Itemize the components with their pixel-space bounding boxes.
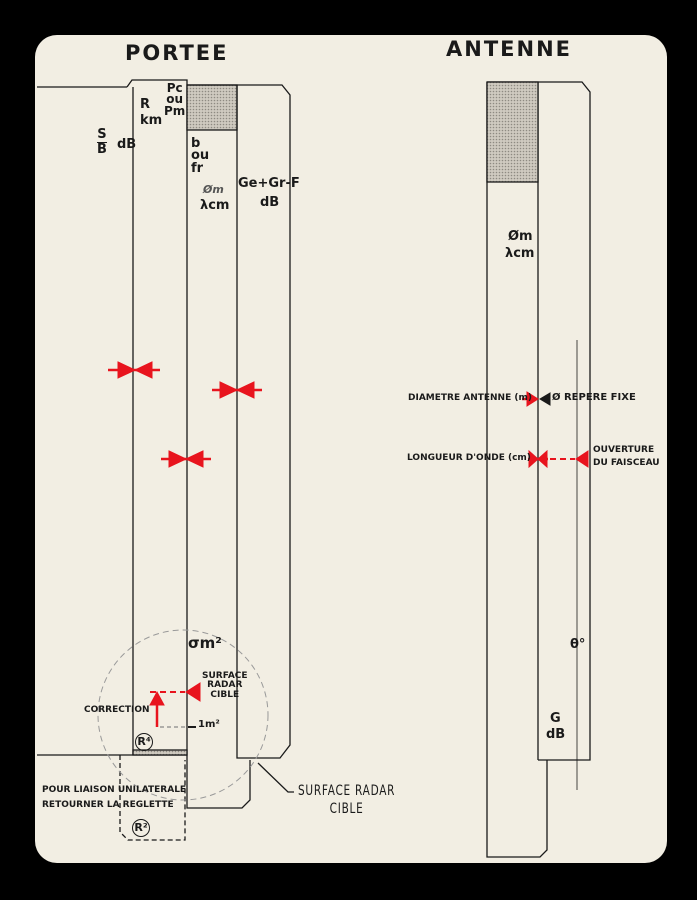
theta-label: θ° bbox=[570, 637, 586, 652]
surface-radar-big: SURFACE RADAR CIBLE bbox=[298, 783, 396, 818]
r2-symbol: R² bbox=[132, 818, 150, 837]
cursor-marker-b[interactable] bbox=[161, 450, 211, 468]
antenna-gain-label: G bbox=[550, 711, 561, 726]
r4-label: R⁴ bbox=[135, 733, 153, 751]
antenna-gain-unit: dB bbox=[546, 727, 566, 742]
gain-unit: dB bbox=[260, 195, 280, 210]
fixed-mark bbox=[539, 392, 551, 406]
antenne-title: ANTENNE bbox=[446, 37, 572, 61]
shaded-window-left bbox=[186, 84, 238, 131]
beam-width-label: OUVERTURE DU FAISCEAU bbox=[593, 445, 660, 468]
r4-symbol: R⁴ bbox=[135, 732, 153, 751]
lower-tab bbox=[186, 755, 251, 809]
cursor-marker-r[interactable] bbox=[108, 361, 160, 379]
paper-card bbox=[35, 35, 667, 863]
r2-label: R² bbox=[132, 819, 150, 837]
shaded-window-right bbox=[486, 81, 539, 183]
power-label: Pc ou Pm bbox=[164, 81, 186, 118]
wavelength-label: λcm bbox=[200, 198, 230, 213]
wavelength-scale-label: LONGUEUR D'ONDE (cm) bbox=[407, 453, 531, 463]
sb-fraction: S B bbox=[97, 128, 107, 156]
dashed-circle bbox=[97, 629, 269, 801]
r-label: R bbox=[140, 97, 151, 112]
diameter-label-faint: Øm bbox=[203, 183, 224, 196]
sb-denominator: B bbox=[97, 141, 107, 157]
slider-strip[interactable] bbox=[126, 79, 188, 755]
surface-arrow bbox=[185, 682, 201, 702]
sb-unit: dB bbox=[117, 137, 137, 152]
one-m2-label: 1m² bbox=[198, 719, 220, 730]
bandwidth-label: b ou fr bbox=[191, 136, 210, 176]
cursor-marker-diameter[interactable] bbox=[522, 391, 539, 407]
left-panel-outline bbox=[37, 86, 187, 756]
portee-title: PORTEE bbox=[125, 41, 229, 65]
r2-dashed-box bbox=[119, 755, 186, 841]
cursor-marker-wavelength[interactable] bbox=[528, 449, 548, 469]
cursor-marker-gain[interactable] bbox=[212, 381, 262, 399]
antenna-wavelength-label: λcm bbox=[505, 246, 535, 261]
r-unit: km bbox=[140, 113, 163, 128]
sb-numerator: S bbox=[97, 127, 107, 143]
leader-line bbox=[257, 762, 294, 793]
beam-arrow bbox=[575, 450, 589, 468]
diameter-antenna-label: DIAMETRE ANTENNE (m) bbox=[408, 393, 532, 403]
note-line-1: POUR LIAISON UNILATERALE bbox=[42, 785, 187, 795]
antenna-diameter-label: Øm bbox=[508, 229, 533, 244]
gain-strip[interactable] bbox=[187, 84, 291, 759]
sigma-label: σm² bbox=[188, 634, 222, 652]
antenna-strip[interactable] bbox=[486, 81, 591, 858]
gain-label: Ge+Gr-F bbox=[238, 176, 300, 191]
correction-arrowhead bbox=[149, 690, 165, 706]
fixed-reference-label: Ø REPERE FIXE bbox=[552, 392, 636, 403]
surface-radar-small: SURFACE RADAR CIBLE bbox=[202, 671, 248, 700]
correction-label: CORRECTION bbox=[84, 705, 150, 715]
note-line-2: RETOURNER LA REGLETTE bbox=[42, 800, 174, 810]
r4-bar bbox=[132, 749, 188, 756]
